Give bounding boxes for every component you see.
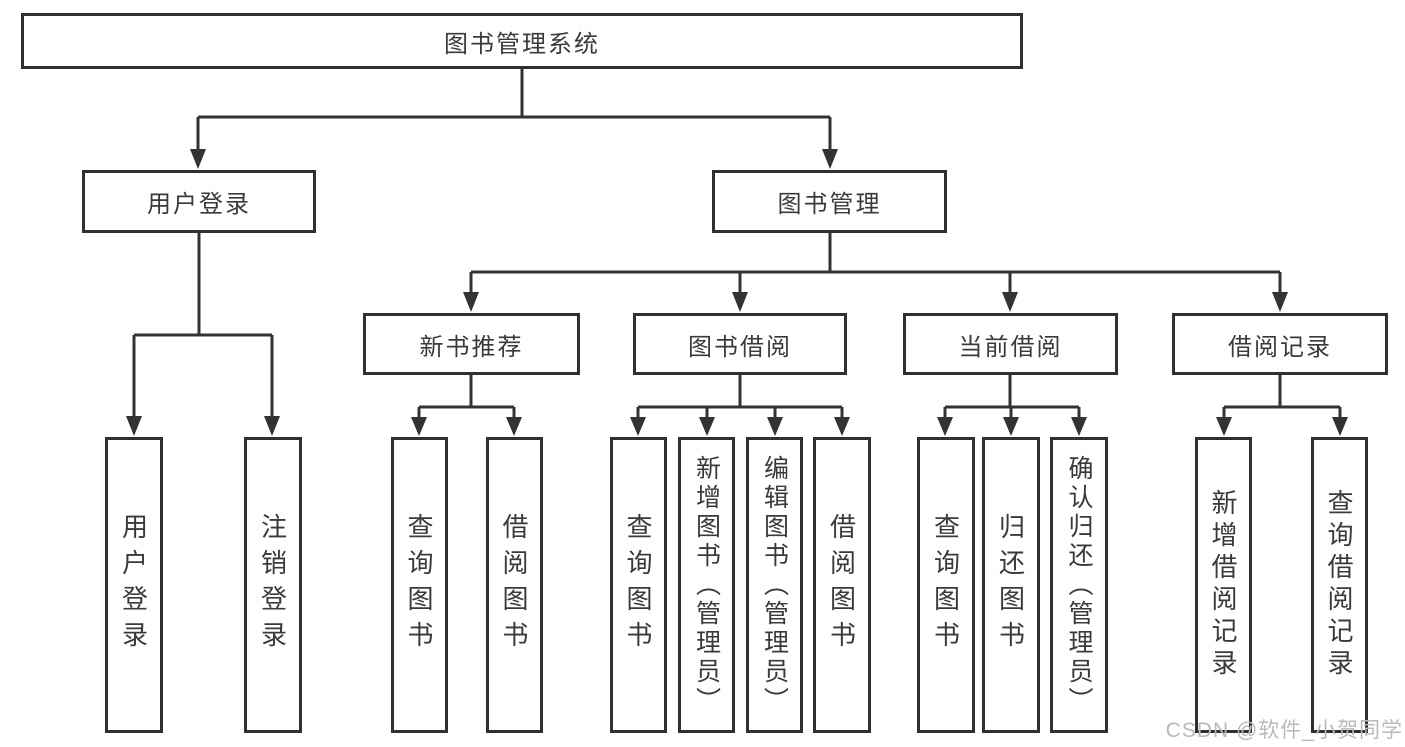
- node-new-book-recommend: 新书推荐: [363, 313, 580, 375]
- node-current-borrow-label: 当前借阅: [958, 333, 1063, 361]
- leaf-logout: 注销登录: [244, 437, 302, 733]
- watermark: CSDN @软件_小贺同学: [1165, 719, 1403, 742]
- leaf-borrow-books: 借阅图书: [813, 437, 871, 733]
- leaf-add-borrow-record: 新增借阅记录: [1195, 437, 1252, 733]
- node-borrow-records-label: 借阅记录: [1228, 333, 1332, 361]
- leaf-return-books: 归还图书: [982, 437, 1040, 733]
- node-book-management: 图书管理: [712, 170, 947, 233]
- node-borrow-records: 借阅记录: [1172, 313, 1388, 375]
- node-current-borrow: 当前借阅: [903, 313, 1118, 375]
- leaf-edit-book-admin: 编辑图书（管理员）: [746, 437, 803, 733]
- node-user-login: 用户登录: [82, 170, 316, 233]
- node-book-management-label: 图书管理: [777, 191, 882, 218]
- leaf-borrow-books-recommend: 借阅图书: [486, 437, 543, 733]
- node-book-borrow: 图书借阅: [633, 313, 847, 375]
- leaf-add-book-admin: 新增图书（管理员）: [678, 437, 735, 733]
- node-user-login-label: 用户登录: [147, 191, 251, 218]
- leaf-query-borrow-record: 查询借阅记录: [1311, 437, 1368, 733]
- leaf-query-books-current: 查询图书: [917, 437, 975, 733]
- leaf-confirm-return-admin: 确认归还（管理员）: [1050, 437, 1108, 733]
- node-new-book-recommend-label: 新书推荐: [419, 333, 524, 361]
- leaf-query-books-recommend: 查询图书: [391, 437, 448, 733]
- node-root-label: 图书管理系统: [444, 30, 600, 58]
- node-root: 图书管理系统: [21, 13, 1023, 69]
- leaf-user-login: 用户登录: [105, 437, 163, 733]
- node-book-borrow-label: 图书借阅: [688, 333, 792, 361]
- leaf-query-books-borrow: 查询图书: [610, 437, 667, 733]
